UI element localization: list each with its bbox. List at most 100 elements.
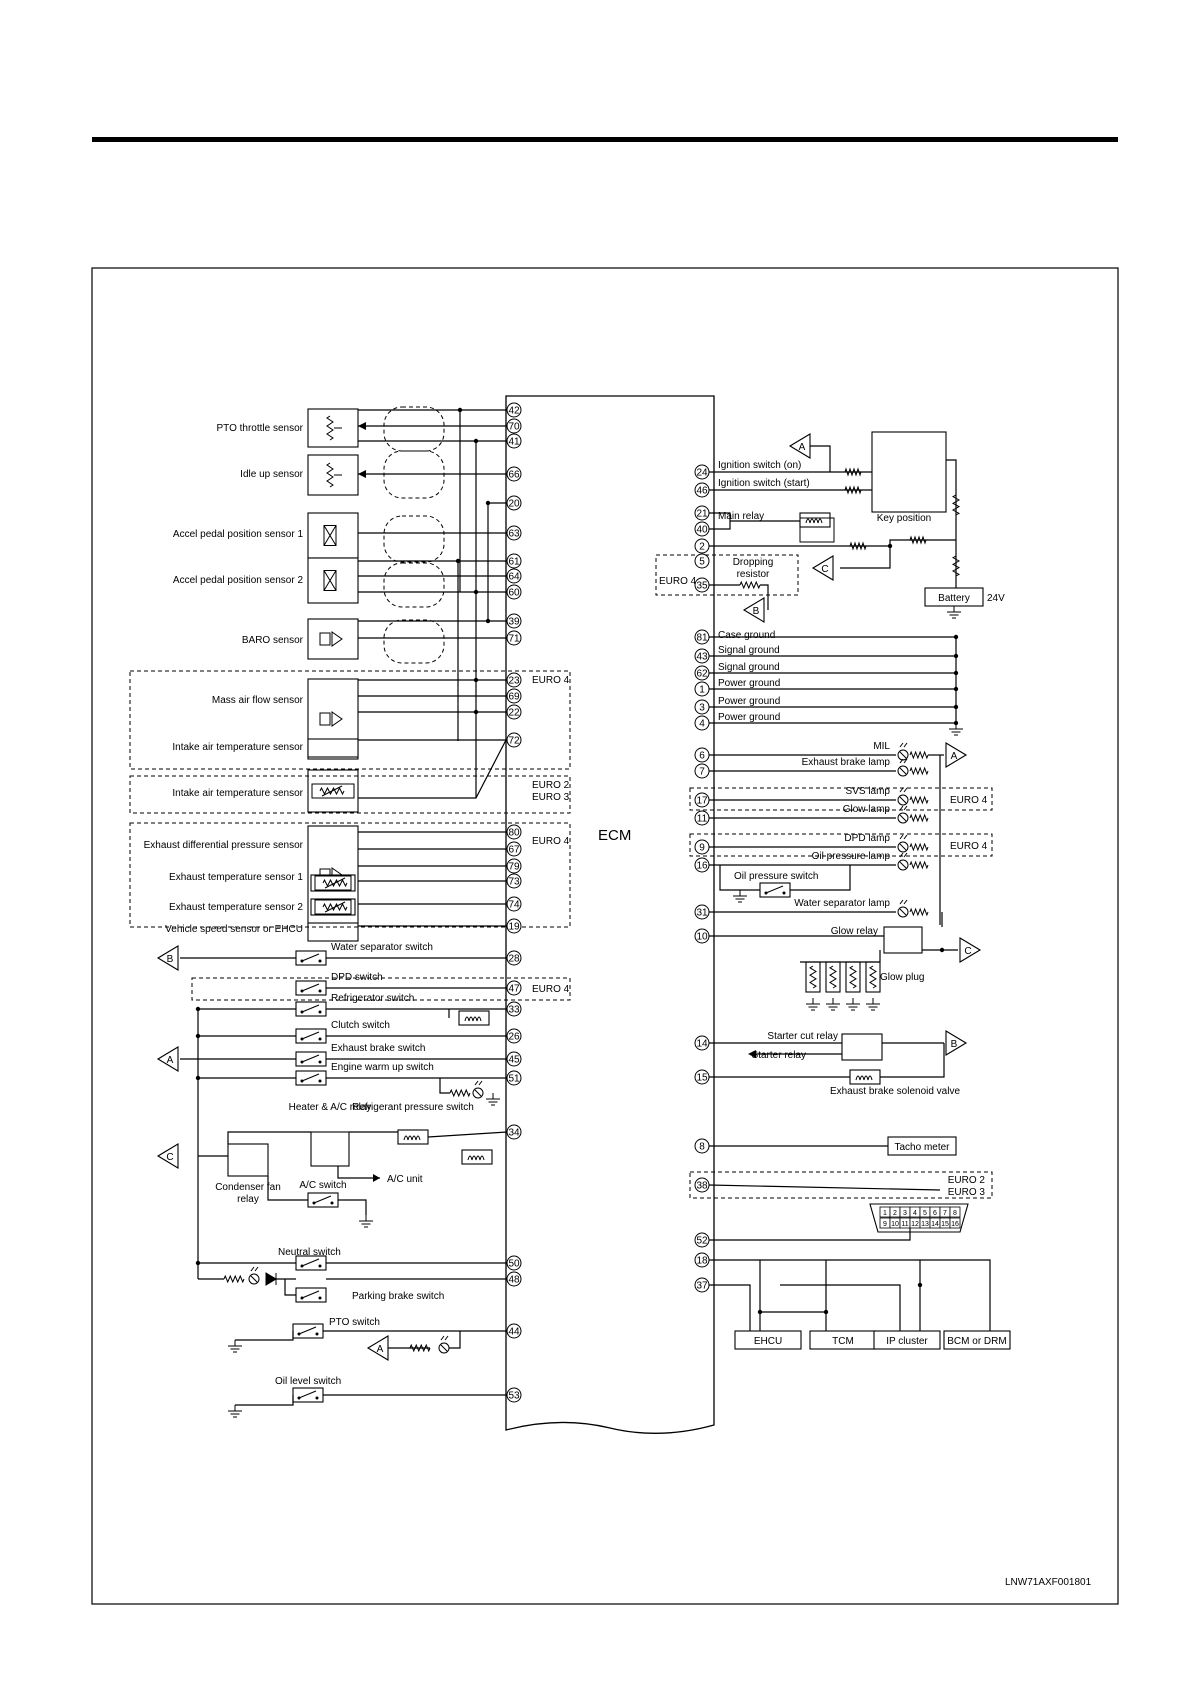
parking-brake-switch-contact-dot — [300, 1296, 304, 1300]
euro4-region-dpd — [191, 977, 571, 1001]
euro2-tag: EURO 2 — [948, 1175, 986, 1186]
pto-lamp-resistor — [409, 1343, 431, 1353]
accel-pedal-sensor-1-cross — [323, 525, 337, 546]
euro4-region-dropping — [655, 554, 799, 596]
resistor-symbol — [869, 965, 877, 989]
right-label: Main relay — [718, 511, 764, 522]
junction-dot — [455, 558, 461, 564]
right-label: Power ground — [718, 678, 780, 689]
ac-switch-contact-dot — [312, 1201, 316, 1205]
connector-letter: A — [167, 1055, 174, 1066]
lamp-resistor — [909, 795, 929, 805]
dlc-pin-number: 9 — [883, 1221, 887, 1228]
pto-throttle-sensor-box — [307, 408, 359, 448]
parking-brake-switch-box — [295, 1287, 327, 1303]
euro23-region-iat — [129, 775, 571, 814]
pto-switch-contact-dot — [297, 1332, 301, 1336]
pin-circle — [506, 704, 522, 720]
glow-plug-label: Glow plug — [880, 972, 924, 983]
oil-pressure-switch-contact — [765, 885, 784, 894]
can-wire — [780, 1284, 901, 1331]
pin-circle — [506, 1255, 522, 1271]
pin-number: 51 — [508, 1074, 520, 1085]
junction-dot — [473, 709, 479, 715]
pin-number: 35 — [696, 581, 708, 592]
lamp-wire — [439, 1078, 450, 1094]
pin-number: 34 — [508, 1128, 520, 1139]
right-label: Power ground — [718, 712, 780, 723]
pin-number: 52 — [696, 1236, 708, 1247]
pin-circle — [694, 629, 710, 645]
fuse-icon — [849, 541, 867, 551]
pin-number: 45 — [508, 1055, 520, 1066]
junction-dot — [195, 1006, 201, 1012]
switch-contact — [301, 1031, 320, 1040]
switch-contact-dot — [300, 1037, 304, 1041]
euro23-region-dlc — [689, 1171, 993, 1199]
pin-circle — [506, 918, 522, 934]
lamp-filament — [899, 908, 907, 916]
pin-number: 28 — [508, 954, 520, 965]
oil-level-switch-label: Oil level switch — [275, 1376, 341, 1387]
euro2-tag: EURO 2 — [532, 780, 570, 791]
euro4-region-maf — [129, 670, 571, 770]
module-label: IP cluster — [886, 1336, 928, 1347]
pin-number: 66 — [508, 470, 520, 481]
ac-switch-label: A/C switch — [299, 1180, 346, 1191]
can-wire — [709, 1284, 751, 1331]
pin-circle — [506, 553, 522, 569]
module-box — [873, 1330, 941, 1350]
right-label: Ignition switch (on) — [718, 460, 801, 471]
pin-circle — [694, 715, 710, 731]
pin-circle — [694, 482, 710, 498]
dlc-pin-number: 4 — [913, 1210, 917, 1217]
sensor-label: Vehicle speed sensor or EHCU — [165, 924, 303, 935]
sensor-label: PTO throttle sensor — [216, 423, 303, 434]
pin-circle — [506, 873, 522, 889]
sensor-label: Accel pedal position sensor 1 — [173, 529, 304, 540]
battery-label: Battery — [938, 593, 970, 604]
switch-contact — [301, 953, 320, 962]
module-box — [734, 1330, 802, 1350]
lamp-label: DPD lamp — [844, 833, 890, 844]
mass-air-flow-sensor-amp — [331, 711, 343, 727]
pin-number: 39 — [508, 617, 520, 628]
module-label: TCM — [832, 1336, 854, 1347]
dlc-pin-number: 8 — [953, 1210, 957, 1217]
pin-circle — [694, 521, 710, 537]
battery-wire — [946, 459, 957, 595]
pin-number: 50 — [508, 1259, 520, 1270]
ac-wire — [227, 1131, 311, 1144]
switch-contact-dot — [318, 1010, 322, 1014]
lamp-resistor — [909, 907, 929, 917]
pin-number: 5 — [699, 557, 705, 568]
pin-number: 26 — [508, 1032, 520, 1043]
lamp-resistor — [909, 813, 929, 823]
switch-label: DPD switch — [331, 972, 383, 983]
ground-icon — [359, 1215, 373, 1228]
pin-number: 73 — [508, 877, 520, 888]
pin-circle — [694, 553, 710, 569]
neutral-switch-box — [295, 1255, 327, 1271]
pin-circle — [506, 568, 522, 584]
resistor-symbol — [326, 462, 334, 488]
right-label: Signal ground — [718, 645, 780, 656]
sensor-label: Exhaust differential pressure sensor — [144, 840, 304, 851]
ac-wire — [427, 1131, 508, 1138]
baro-sensor-amp — [331, 631, 343, 647]
glow-relay-label: Glow relay — [831, 926, 878, 937]
idle-up-sensor-box — [307, 454, 359, 496]
solenoid-wire — [880, 1043, 945, 1078]
dropping-resistor — [739, 580, 761, 590]
pin-number: 24 — [696, 468, 708, 479]
pin-number: 11 — [697, 814, 708, 825]
pin-number: 38 — [696, 1181, 708, 1192]
ac-unit-label: A/C unit — [387, 1174, 423, 1185]
pin-number: 60 — [508, 588, 520, 599]
ground-icon — [826, 998, 840, 1011]
ground-icon — [228, 1405, 242, 1418]
iat-thermistor-frame-box — [307, 738, 359, 758]
junction-dot — [939, 947, 945, 953]
pin-circle — [694, 505, 710, 521]
ac-unit-arrow — [373, 1174, 380, 1182]
